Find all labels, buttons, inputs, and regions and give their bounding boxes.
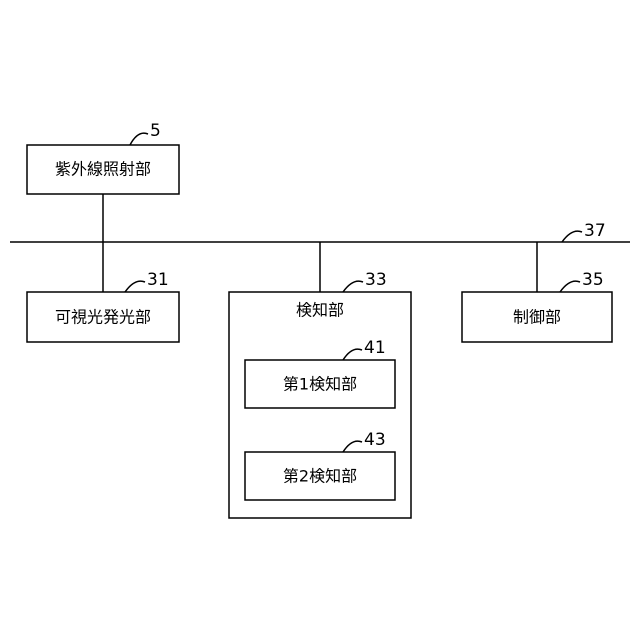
detection-ref-leader [343, 281, 363, 292]
visible-light-ref-leader [125, 281, 145, 292]
first-detection-ref-number: 41 [364, 338, 386, 358]
first-detection-label: 第1検知部 [283, 375, 357, 394]
second-detection-ref-number: 43 [364, 430, 386, 450]
detection-ref-number: 33 [365, 270, 387, 290]
bus-ref-number: 37 [584, 221, 606, 241]
uv-ref-leader [130, 133, 148, 145]
detection-label: 検知部 [296, 301, 344, 320]
control-label: 制御部 [513, 308, 561, 327]
visible-light-ref-number: 31 [147, 270, 169, 290]
second-detection-label: 第2検知部 [283, 467, 357, 486]
control-ref-number: 35 [582, 270, 604, 290]
visible-light-label: 可視光発光部 [55, 308, 151, 327]
uv-ref-number: 5 [150, 121, 161, 141]
bus-ref-leader [562, 231, 582, 242]
uv-irradiation-label: 紫外線照射部 [55, 160, 151, 179]
control-ref-leader [560, 281, 580, 292]
